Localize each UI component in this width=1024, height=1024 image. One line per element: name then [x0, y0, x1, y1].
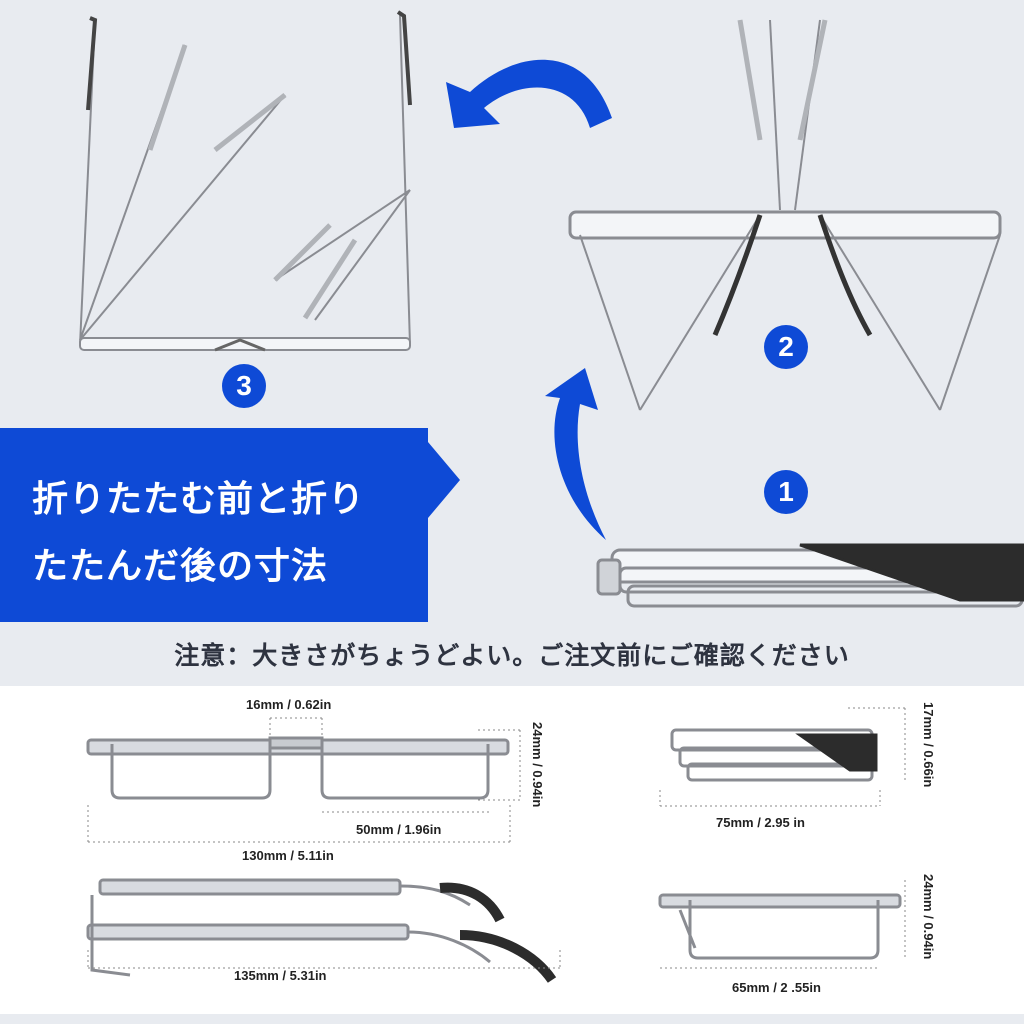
half-folded-view-illustration [658, 893, 902, 960]
glasses-step1-illustration [596, 543, 1024, 608]
dimension-folded-height: 17mm / 0.66in [921, 702, 936, 788]
arrow-step1-to-step2 [545, 368, 606, 540]
title-banner [0, 428, 428, 622]
bottom-edge [0, 1014, 1024, 1024]
arrow-step2-to-step3 [446, 59, 612, 128]
step-1-badge: 1 [764, 470, 808, 514]
front-view-illustration [86, 736, 510, 800]
step-3-badge: 3 [222, 364, 266, 408]
dimension-temple-length: 135mm / 5.31in [234, 968, 327, 983]
banner-title-line1: 折りたたむ前と折り [32, 479, 366, 520]
glasses-step3-illustration [79, 10, 412, 352]
dimension-lines [87, 707, 906, 969]
title-banner-pointer [428, 442, 460, 518]
dimension-lens-width: 50mm / 1.96in [356, 822, 442, 837]
dimension-half-folded-width: 65mm / 2 .55in [732, 980, 821, 995]
size-notice: 注意：大きさがちょうどよい。ご注文前にご確認ください [174, 641, 850, 670]
dimension-folded-width: 75mm / 2.95 in [716, 815, 805, 830]
dimension-lens-height: 24mm / 0.94in [530, 722, 545, 808]
dimension-frame-width: 130mm / 5.11in [242, 848, 334, 863]
dimension-half-folded-height: 24mm / 0.94in [921, 874, 936, 960]
folded-view-illustration [670, 728, 878, 782]
step-2-badge: 2 [764, 325, 808, 369]
dimension-bridge: 16mm / 0.62in [246, 697, 332, 712]
side-view-illustration [86, 878, 557, 983]
glasses-step2-illustration [568, 19, 1002, 411]
banner-title-line2: たたんだ後の寸法 [32, 546, 329, 587]
